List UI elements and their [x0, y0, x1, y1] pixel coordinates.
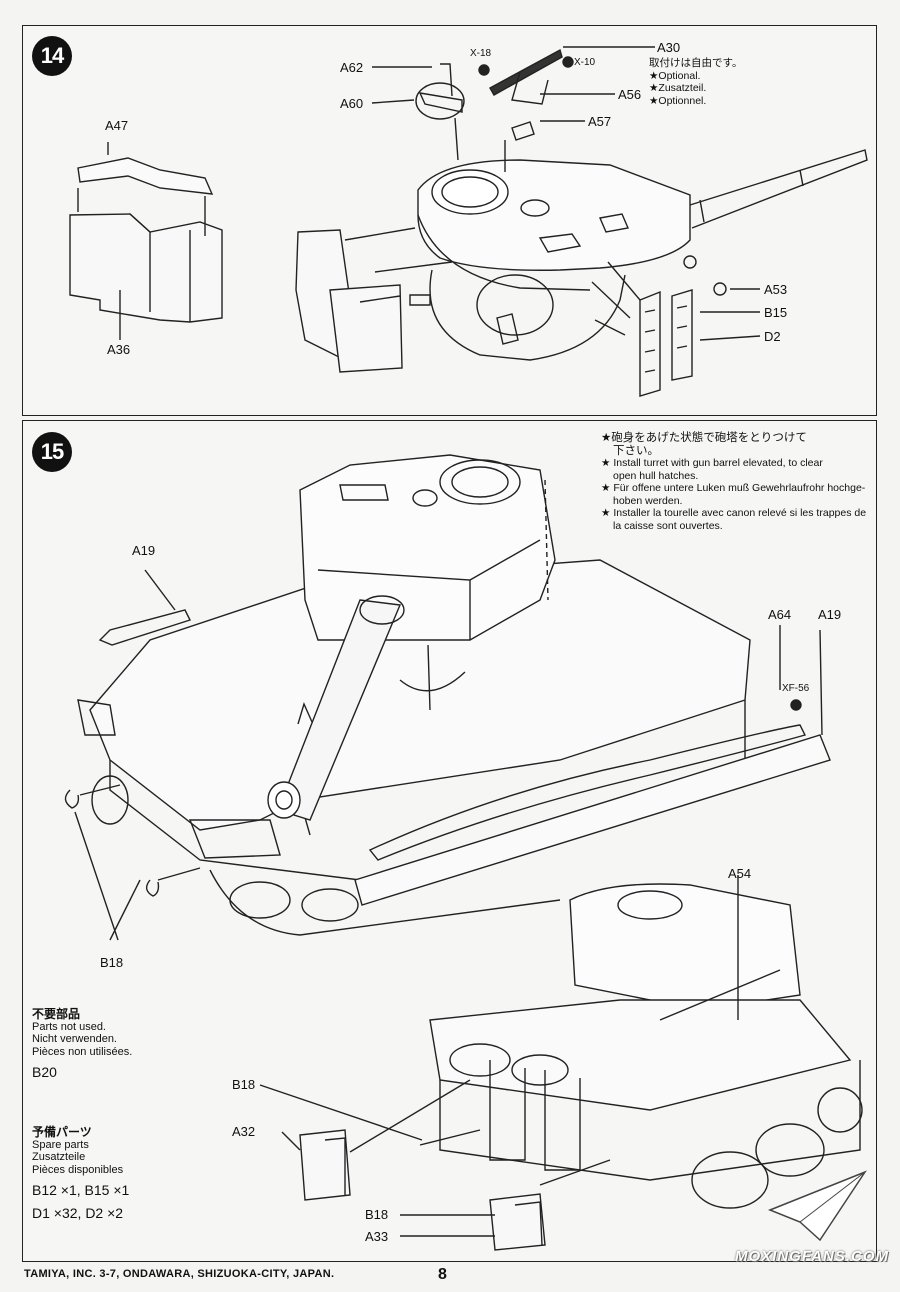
watermark-text: MOXINGFANS.COM: [735, 1248, 890, 1265]
optional-note-de: ★Zusatzteil.: [649, 82, 707, 94]
label-x18: X-18: [470, 48, 492, 59]
spare-parts-line2: D1 ×32, D2 ×2: [32, 1204, 124, 1221]
parts-not-used-fr: Pièces non utilisées.: [32, 1045, 133, 1058]
optional-note-en: ★Optional.: [649, 69, 701, 82]
spare-parts-line1: B12 ×1, B15 ×1: [32, 1182, 130, 1198]
label-b18-left: B18: [100, 955, 124, 970]
instruction-fr-1: ★ Installer la tourelle avec canon relev…: [601, 507, 867, 519]
parts-not-used-list: B20: [32, 1064, 57, 1080]
label-a64: A64: [768, 607, 792, 622]
label-a33: A33: [365, 1229, 389, 1244]
step-15-number: 15: [32, 432, 72, 472]
parts-not-used-de: Nicht verwenden.: [32, 1033, 117, 1045]
label-b18-low: B18: [365, 1207, 389, 1222]
optional-note: 取付けは自由です。 ★Optional. ★Zusatzteil. ★Optio…: [649, 57, 742, 107]
label-a53: A53: [764, 282, 788, 297]
label-xf56: XF-56: [782, 683, 810, 694]
instruction-en-2: open hull hatches.: [613, 469, 699, 482]
label-a56: A56: [618, 87, 642, 102]
instruction-jp-2: 下さい。: [613, 444, 659, 457]
label-a30: A30: [657, 40, 681, 55]
instruction-fr-2: la caisse sont ouvertes.: [613, 519, 723, 532]
label-a54: A54: [728, 866, 752, 881]
label-a60: A60: [340, 96, 364, 111]
label-x10: X-10: [574, 57, 596, 68]
label-b18-mid: B18: [232, 1077, 256, 1092]
page-number: 8: [438, 1266, 447, 1283]
label-a36: A36: [107, 342, 131, 357]
optional-note-fr: ★Optionnel.: [649, 94, 707, 107]
label-a32: A32: [232, 1124, 256, 1139]
spare-parts-fr: Pièces disponibles: [32, 1163, 124, 1176]
step-14-number: 14: [32, 36, 72, 76]
label-a62: A62: [340, 60, 364, 75]
label-a57: A57: [588, 114, 612, 129]
label-a19-left: A19: [132, 543, 156, 558]
spare-parts-en: Spare parts: [32, 1138, 89, 1151]
turret-instruction-note: ★砲身をあげた状態で砲塔をとりつけて 下さい。 ★ Install turret…: [601, 432, 866, 532]
spare-parts-de: Zusatzteile: [32, 1151, 86, 1163]
label-d2: D2: [764, 329, 781, 344]
instruction-de-1: ★ Für offene untere Luken muß Gewehrlauf…: [601, 482, 866, 494]
optional-note-jp: 取付けは自由です。: [649, 57, 743, 69]
parts-not-used-en: Parts not used.: [32, 1020, 106, 1033]
footer-company: TAMIYA, INC. 3-7, ONDAWARA, SHIZUOKA-CIT…: [24, 1268, 335, 1280]
parts-not-used: 不要部品 Parts not used. Nicht verwenden. Pi…: [32, 1008, 132, 1079]
label-a47: A47: [105, 118, 129, 133]
instruction-en-1: ★ Install turret with gun barrel elevate…: [601, 457, 823, 469]
label-a19-right: A19: [818, 607, 842, 622]
spare-parts: 予備パーツ Spare parts Zusatzteile Pièces dis…: [32, 1126, 129, 1219]
label-b15: B15: [764, 305, 788, 320]
parts-not-used-jp: 不要部品: [32, 1007, 81, 1021]
spare-parts-jp: 予備パーツ: [32, 1125, 92, 1139]
instruction-jp-1: ★砲身をあげた状態で砲塔をとりつけて: [601, 432, 807, 444]
instruction-de-2: hoben werden.: [613, 494, 683, 507]
